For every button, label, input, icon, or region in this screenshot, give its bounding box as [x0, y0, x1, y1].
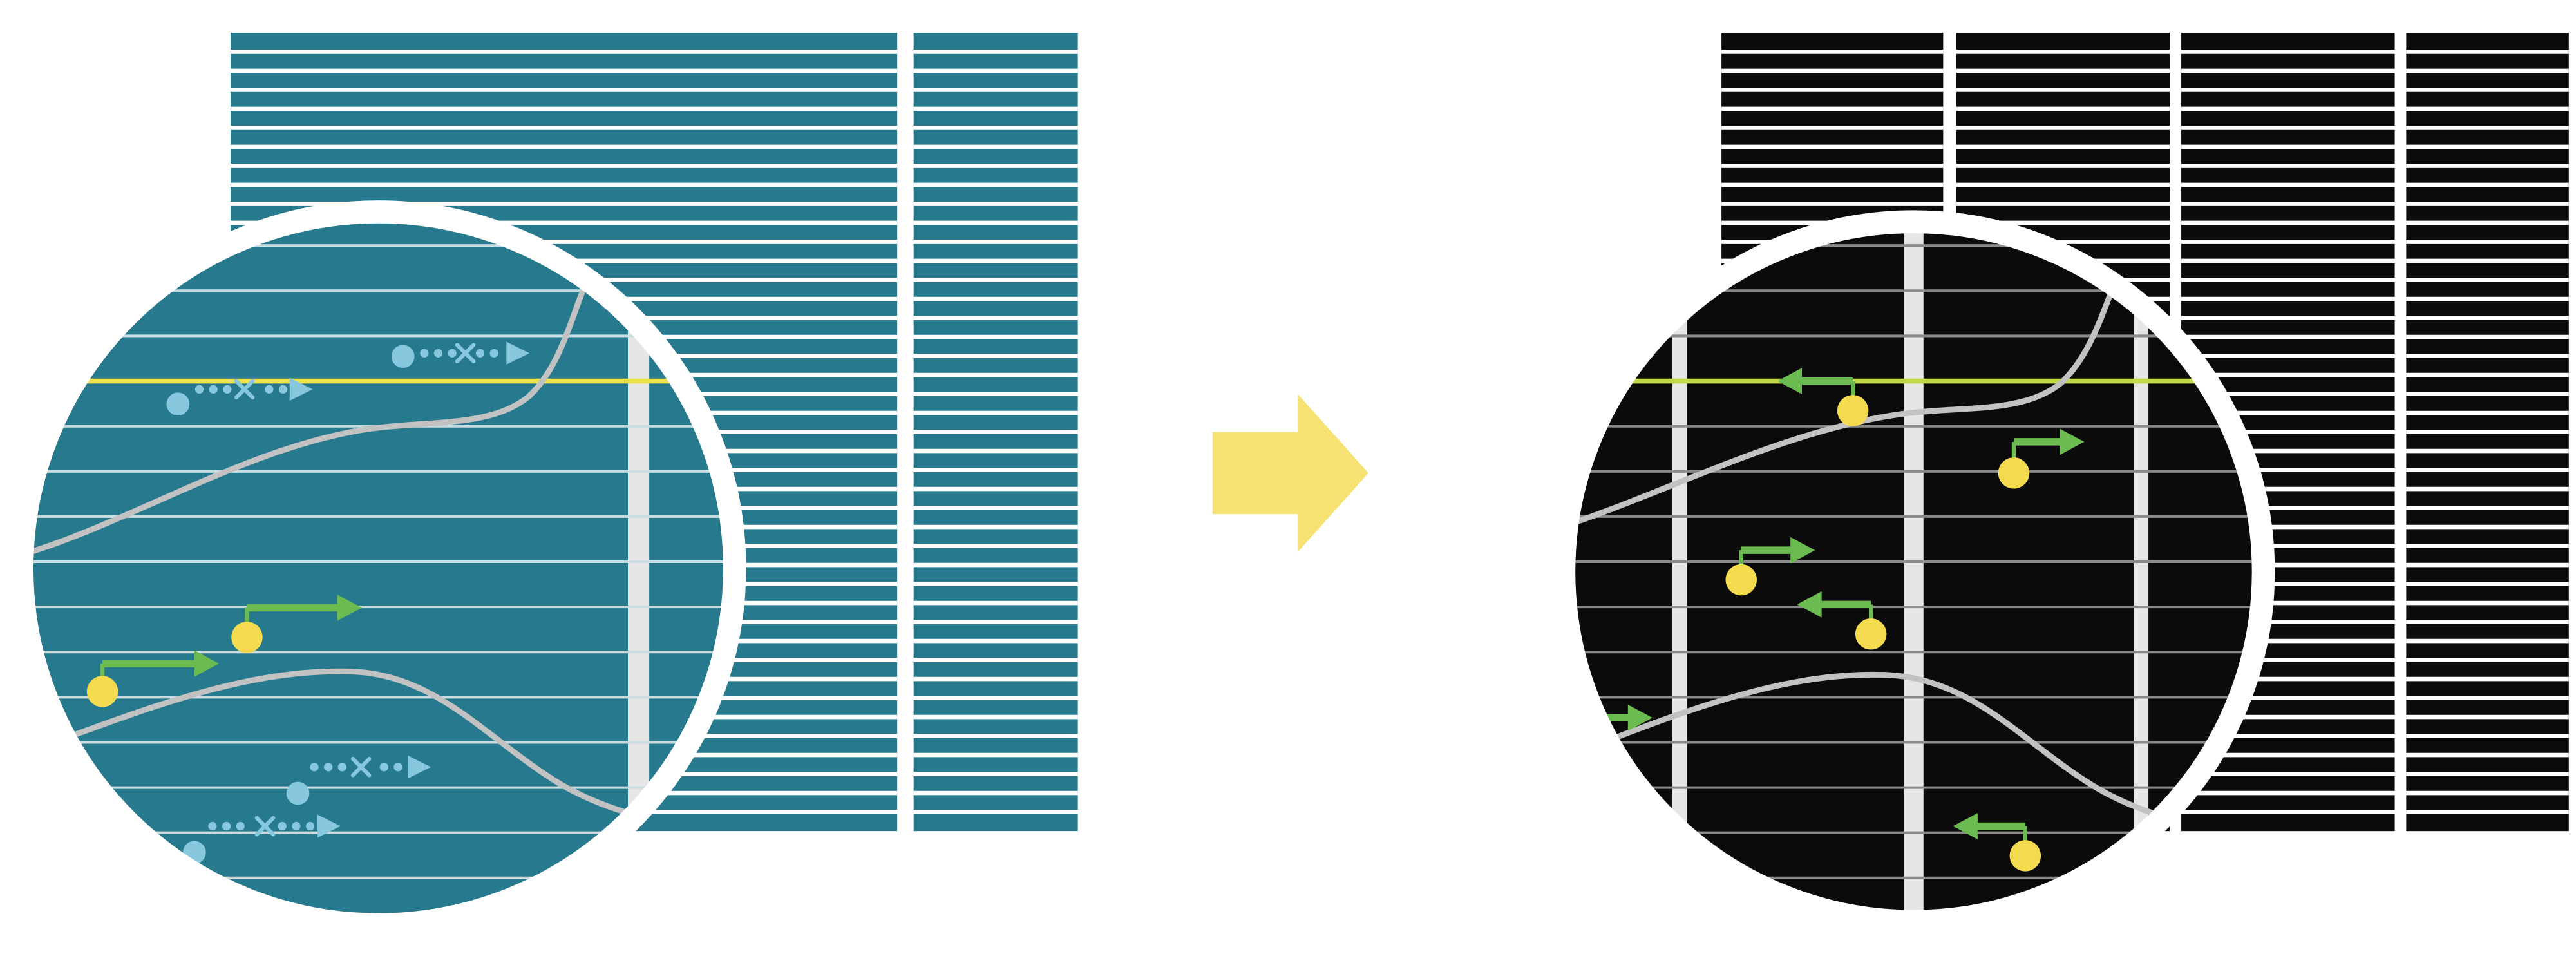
carrier-dot	[2009, 840, 2041, 872]
collected-carrier-path	[1725, 537, 1815, 596]
carrier-dot	[1998, 457, 2030, 489]
magnifier-ring	[1552, 210, 2275, 933]
busbar	[1904, 231, 1924, 912]
drift-arrowhead-icon	[1627, 704, 1653, 731]
drift-arrowhead-icon	[1797, 591, 1822, 618]
carrier-dot	[391, 345, 415, 368]
grain-boundary	[32, 247, 603, 559]
hop-arrowhead-icon	[506, 341, 530, 365]
hop-arrowhead-icon	[317, 814, 341, 838]
hop-arrowhead-icon	[408, 755, 431, 779]
magnifier-ring	[10, 200, 746, 937]
busbar	[1672, 231, 1687, 912]
carrier-dot	[1855, 618, 1887, 650]
carrier-dot	[1837, 395, 1869, 426]
grain-boundary	[1573, 671, 2250, 837]
collected-carrier-path	[1777, 368, 1869, 426]
drift-arrowhead-icon	[1790, 537, 1815, 564]
left-magnified-inset	[10, 200, 746, 937]
collected-carrier-path	[86, 650, 220, 707]
grain-boundary	[1573, 240, 2136, 532]
carrier-dot	[166, 392, 190, 416]
drift-arrowhead-icon	[2060, 428, 2085, 455]
trapped-carrier-path	[391, 341, 530, 368]
grain-boundary	[32, 668, 717, 834]
collected-carrier-path	[1998, 428, 2085, 489]
right-magnified-inset	[1552, 210, 2275, 933]
collected-carrier-path	[1797, 591, 1887, 650]
collected-carrier-path	[1953, 813, 2041, 872]
drift-arrowhead-icon	[1953, 813, 1978, 839]
carrier-dot	[286, 781, 310, 805]
recombination-x-icon	[350, 756, 372, 778]
drift-arrowhead-icon	[337, 595, 362, 621]
drift-arrowhead-icon	[194, 650, 220, 677]
recombination-x-icon	[254, 816, 276, 837]
hop-arrowhead-icon	[289, 377, 313, 401]
recombination-x-icon	[234, 379, 255, 400]
trapped-carrier-path	[166, 377, 313, 416]
carrier-dot	[86, 676, 118, 707]
carrier-dot	[1725, 564, 1757, 596]
trapped-carrier-path	[286, 755, 431, 805]
collected-carrier-path	[231, 595, 362, 653]
transform-arrow-icon	[1212, 394, 1368, 552]
carrier-dot	[231, 622, 263, 653]
recombination-x-icon	[455, 343, 476, 364]
drift-arrowhead-icon	[1777, 368, 1803, 394]
